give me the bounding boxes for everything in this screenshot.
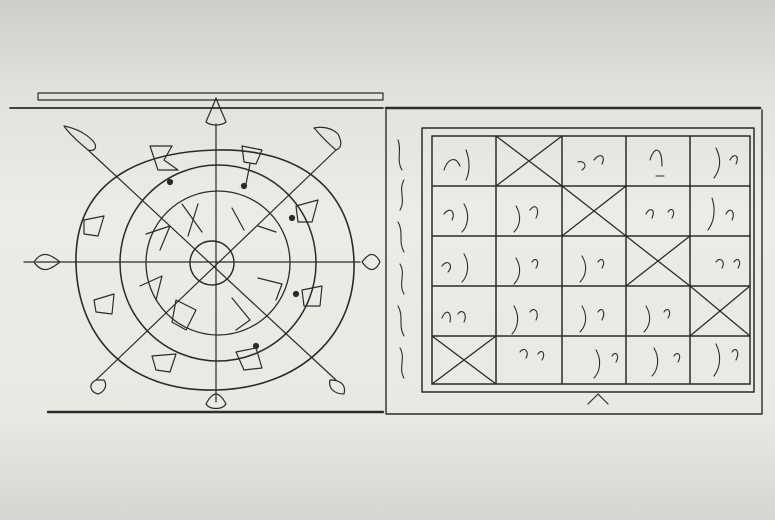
finial-top	[206, 98, 226, 125]
finial-right	[362, 254, 380, 269]
wheel-spokes	[36, 124, 360, 402]
crossed-cell	[562, 186, 626, 236]
finial-top-left	[64, 126, 95, 150]
crossed-cells	[432, 136, 750, 384]
finial-top-right	[314, 127, 341, 150]
wheel-outer-ring	[76, 150, 354, 390]
finial-bottom-right	[330, 380, 345, 394]
wheel-hub	[190, 241, 234, 285]
left-panel-frame	[10, 93, 383, 412]
crossed-cell	[432, 336, 496, 384]
wheel-diagram	[24, 98, 380, 409]
finial-bottom-left	[91, 380, 106, 394]
right-panel	[386, 108, 762, 414]
crossed-cell	[496, 136, 562, 186]
vertical-caption	[398, 140, 404, 378]
wheel-finials	[24, 98, 380, 409]
crossed-cell	[626, 236, 690, 286]
crossed-cell	[690, 286, 750, 336]
magic-square-grid	[422, 128, 754, 392]
caret-mark	[588, 394, 608, 404]
